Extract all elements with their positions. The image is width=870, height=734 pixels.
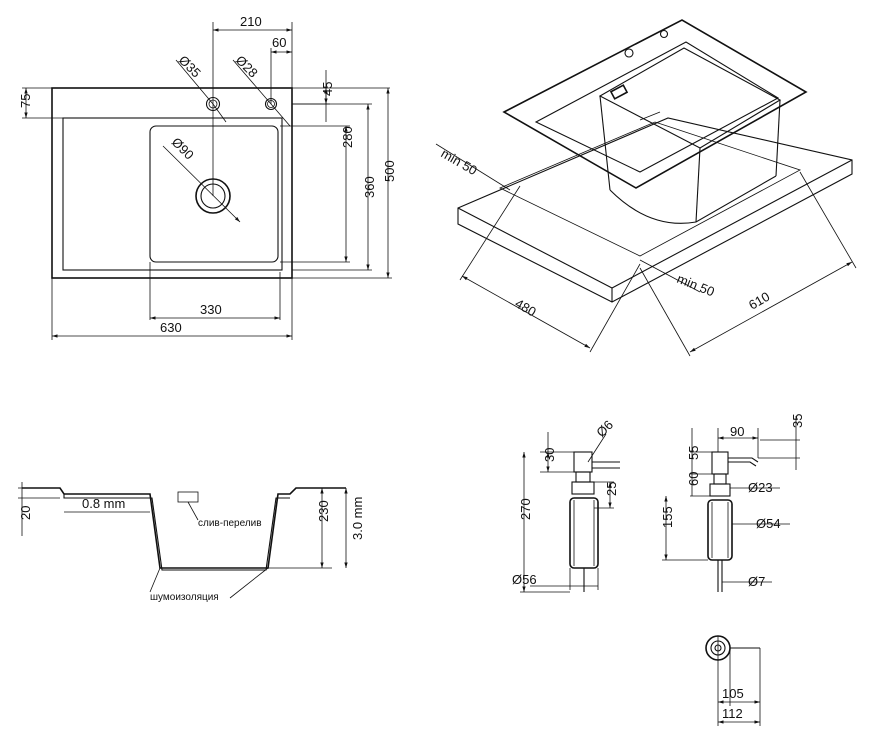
section-profile xyxy=(22,487,346,569)
dim-hole-to-edge: 45 xyxy=(320,82,335,96)
bowl-outline xyxy=(149,125,279,263)
dispenser-head xyxy=(573,451,593,473)
dim-rim-height: 20 xyxy=(18,506,33,520)
countertop xyxy=(457,117,853,303)
label-body-d: Ø54 xyxy=(756,516,781,531)
dispenser-side: 90 35 55 60 155 Ø23 Ø54 Ø7 xyxy=(660,414,805,592)
label-hole-d2: Ø28 xyxy=(233,52,261,80)
label-overflow: слив-перелив xyxy=(198,518,262,529)
label-tube-d: Ø7 xyxy=(748,574,765,589)
dispenser-plan: 105 112 xyxy=(705,635,761,726)
dim-hole-gap: 60 xyxy=(272,35,286,50)
dim-total-width: 630 xyxy=(160,320,182,335)
dim-collar-height: 25 xyxy=(604,482,619,496)
bowl-outer-recess xyxy=(62,117,283,271)
dim-head-height: 30 xyxy=(542,448,557,462)
dim-plan-inner: 105 xyxy=(722,686,744,701)
dim-top-height: 35 xyxy=(790,414,805,428)
dim-iso-width: 610 xyxy=(746,289,772,313)
dim-iso-length: 480 xyxy=(513,296,539,320)
sink-iso-top xyxy=(502,19,808,189)
label-bottle-d: Ø56 xyxy=(512,572,537,587)
dim-bowl-width: 330 xyxy=(200,302,222,317)
dispenser-side-bottle xyxy=(707,499,733,561)
dim-reach: 90 xyxy=(730,424,744,439)
dim-total-height: 270 xyxy=(518,498,533,520)
label-drain: Ø90 xyxy=(169,134,197,162)
dim-hole-offset: 210 xyxy=(240,14,262,29)
iso-view: min 50 480 min 50 610 xyxy=(435,19,857,357)
section-view: 20 0.8 mm слив-перелив 230 3.0 mm шумоиз… xyxy=(18,482,365,603)
sink-outline xyxy=(51,87,293,279)
dim-bowl-depth: 280 xyxy=(340,126,355,148)
dim-body-height: 155 xyxy=(660,506,675,528)
dim-plan-outer: 112 xyxy=(722,706,743,721)
dispenser-front: 30 270 Ø6 25 Ø56 xyxy=(512,417,620,593)
dim-total-depth: 500 xyxy=(382,160,397,182)
dim-min-top: min 50 xyxy=(439,146,480,179)
label-insulation: шумоизоляция xyxy=(150,592,219,603)
dim-base-height: 60 xyxy=(686,472,701,486)
top-view: 330 630 210 60 Ø35 Ø28 Ø90 75 45 xyxy=(18,14,397,340)
label-hole-d1: Ø35 xyxy=(176,52,204,80)
dispenser-side-head xyxy=(711,451,729,475)
label-nozzle-d: Ø6 xyxy=(593,417,616,440)
dim-neck-height: 55 xyxy=(686,446,701,460)
dim-inner-depth: 360 xyxy=(362,176,377,198)
dim-thickness: 0.8 mm xyxy=(82,496,125,511)
overflow-icon xyxy=(177,491,199,503)
dim-wall: 3.0 mm xyxy=(350,497,365,540)
label-base-d: Ø23 xyxy=(748,480,773,495)
dim-edge-top: 75 xyxy=(18,94,33,108)
dim-bowl-height: 230 xyxy=(316,500,331,522)
dim-min-side: min 50 xyxy=(675,271,717,300)
